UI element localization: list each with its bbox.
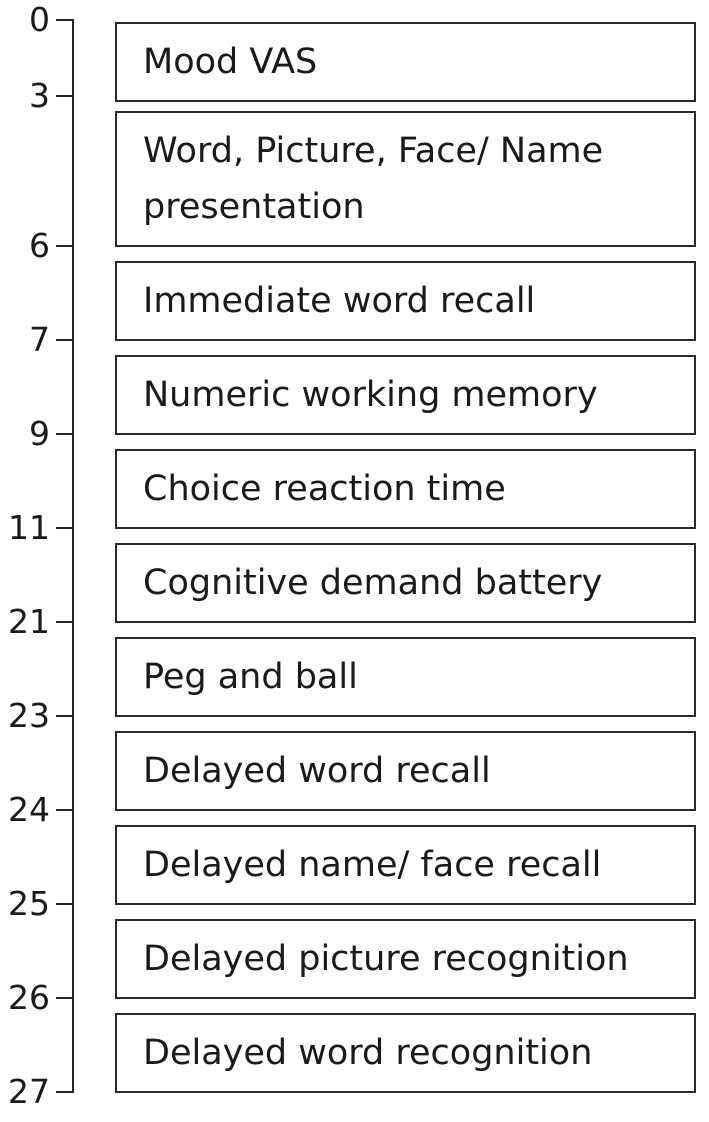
- task-label: Word, Picture, Face/ Name presentation: [143, 131, 604, 227]
- task-label: Choice reaction time: [143, 469, 506, 509]
- axis-tick: [56, 1091, 74, 1093]
- task-box: Numeric working memory: [115, 355, 696, 435]
- axis-tick: [56, 809, 74, 811]
- axis-tick-label: 25: [8, 884, 50, 923]
- axis-tick-label: 24: [8, 790, 50, 829]
- task-box: Cognitive demand battery: [115, 543, 696, 623]
- axis-tick-label: 3: [29, 76, 50, 115]
- axis-tick: [56, 715, 74, 717]
- task-box: Mood VAS: [115, 22, 696, 102]
- axis-tick-label: 0: [29, 0, 50, 39]
- axis-tick-label: 9: [29, 414, 50, 453]
- task-box: Delayed word recall: [115, 731, 696, 811]
- axis-tick-label: 23: [8, 696, 50, 735]
- axis-tick: [56, 19, 74, 21]
- axis-tick-label: 7: [29, 320, 50, 359]
- task-label: Delayed picture recognition: [143, 939, 629, 979]
- task-box: Choice reaction time: [115, 449, 696, 529]
- task-box: Delayed name/ face recall: [115, 825, 696, 905]
- task-box: Delayed word recognition: [115, 1013, 696, 1093]
- axis-tick-label: 11: [8, 508, 50, 547]
- task-label: Immediate word recall: [143, 281, 536, 321]
- task-label: Delayed word recall: [143, 751, 491, 791]
- axis-tick: [56, 997, 74, 999]
- axis-tick: [56, 527, 74, 529]
- axis-tick: [56, 621, 74, 623]
- task-label: Mood VAS: [143, 42, 318, 82]
- axis-tick-label: 27: [8, 1072, 50, 1111]
- axis-tick-label: 6: [29, 226, 50, 265]
- axis-tick: [56, 903, 74, 905]
- task-box: Immediate word recall: [115, 261, 696, 341]
- task-box: Peg and ball: [115, 637, 696, 717]
- axis-tick: [56, 339, 74, 341]
- task-label: Delayed name/ face recall: [143, 845, 602, 885]
- axis-tick: [56, 95, 74, 97]
- axis-tick: [56, 245, 74, 247]
- task-label: Delayed word recognition: [143, 1033, 593, 1073]
- task-label: Peg and ball: [143, 657, 358, 697]
- axis-tick-label: 21: [8, 602, 50, 641]
- task-box: Word, Picture, Face/ Name presentation: [115, 111, 696, 247]
- timeline-axis: [72, 20, 74, 1093]
- axis-tick: [56, 433, 74, 435]
- task-label: Cognitive demand battery: [143, 563, 603, 603]
- task-box: Delayed picture recognition: [115, 919, 696, 999]
- axis-tick-label: 26: [8, 978, 50, 1017]
- task-label: Numeric working memory: [143, 375, 598, 415]
